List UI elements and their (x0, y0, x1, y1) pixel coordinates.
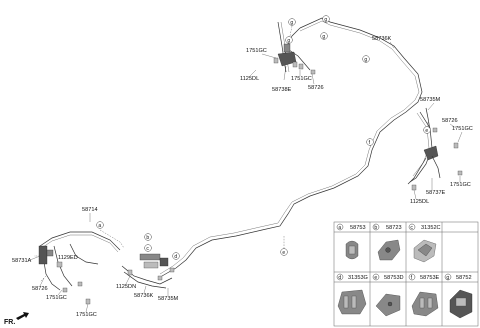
callout-b: b (144, 233, 152, 241)
label-58736K-b: 58736K (134, 293, 154, 299)
svg-text:g: g (324, 17, 327, 23)
label-1751GC-r1: 1751GC (452, 126, 473, 132)
clip-58753D-icon (375, 293, 401, 317)
bottom-center-assembly (121, 253, 175, 289)
fr-arrow-icon (16, 312, 29, 320)
clip-58753E-icon (411, 291, 439, 317)
callout-g-top: g (288, 18, 296, 26)
callout-a-left: a (96, 221, 104, 229)
label-1751GC-r2: 1751GC (450, 182, 471, 188)
legend-part-c: 31352C (421, 225, 441, 231)
svg-text:c: c (146, 246, 149, 252)
label-58726-t: 58726 (308, 85, 324, 91)
callout-g-top2: g (322, 15, 330, 23)
label-58714: 58714 (82, 207, 98, 213)
svg-text:f: f (411, 275, 413, 281)
legend-cell-b: b 58723 (372, 223, 402, 261)
svg-text:b: b (146, 235, 149, 241)
main-brake-line (159, 17, 433, 277)
svg-text:e: e (425, 128, 428, 134)
label-58738E: 58738E (272, 87, 292, 93)
legend-cell-d: d 31353G (336, 273, 368, 315)
label-58735M: 58735M (420, 97, 441, 103)
svg-text:g: g (364, 57, 367, 63)
label-1751GC-l2: 1751GC (76, 312, 97, 318)
svg-text:a: a (98, 223, 101, 229)
legend-part-e: 58753D (384, 275, 404, 281)
right-valve-assembly (407, 107, 463, 191)
callout-g-mid: g (320, 32, 328, 40)
diagram-callouts: g g g g g e f e a b c d (96, 15, 431, 260)
legend-part-d: 31353G (348, 275, 368, 281)
label-1125DN: 1125DN (116, 284, 136, 290)
callout-g-right: g (362, 55, 370, 63)
left-brake-assembly (38, 231, 121, 305)
callout-e-right: e (423, 126, 431, 134)
front-direction-indicator: FR. (4, 312, 29, 326)
legend-cell-c: c 31352C (408, 223, 441, 263)
svg-text:e: e (282, 250, 285, 256)
svg-text:g: g (290, 20, 293, 26)
label-1125DL-tl: 1125DL (240, 76, 259, 82)
label-1751GC-tm: 1751GC (291, 76, 312, 82)
fr-label: FR. (4, 319, 15, 326)
label-1129ED: 1129ED (58, 255, 78, 261)
svg-text:g: g (287, 38, 290, 44)
svg-text:e: e (374, 275, 377, 281)
legend-cell-e: e 58753D (372, 273, 404, 317)
callout-f-mid: f (366, 138, 374, 146)
label-58726-l: 58726 (32, 286, 48, 292)
legend-part-g: 58752 (456, 275, 472, 281)
label-58737E: 58737E (426, 190, 446, 196)
label-1125DL-r: 1125DL (410, 199, 429, 205)
label-leaders (29, 41, 463, 313)
legend-part-f: 58753E (420, 275, 440, 281)
callout-e-mid: e (280, 248, 288, 256)
label-58736K-top: 58736K (372, 36, 392, 42)
label-58731A: 58731A (12, 258, 32, 264)
label-1751GC-tl: 1751GC (246, 48, 267, 54)
svg-text:b: b (374, 225, 377, 231)
callout-c: c (144, 244, 152, 252)
svg-text:d: d (338, 275, 341, 281)
legend-part-b: 58723 (386, 225, 402, 231)
svg-text:d: d (174, 254, 177, 260)
top-valve-assembly (273, 21, 316, 81)
callout-d: d (172, 252, 180, 260)
legend-table: a 58753 b 58723 c 31352C d 31353G (333, 221, 479, 327)
svg-text:f: f (369, 140, 371, 146)
callout-g-small: g (285, 36, 293, 44)
svg-text:g: g (446, 275, 449, 281)
part-labels: 58736K 1751GC 1125DL 1751GC 58726 58738E… (12, 36, 473, 318)
dashed-leaders (34, 25, 429, 283)
legend-cell-a: a 58753 (336, 223, 366, 260)
legend-cell-f: f 58753E (408, 273, 440, 317)
label-1751GC-l1: 1751GC (46, 295, 67, 301)
label-58726-r: 58726 (442, 118, 458, 124)
legend-cell-g: g 58752 (444, 273, 473, 319)
svg-text:a: a (338, 225, 341, 231)
legend-part-a: 58753 (350, 225, 366, 231)
svg-text:c: c (410, 225, 413, 231)
svg-text:g: g (322, 34, 325, 40)
label-58735M-b: 58735M (158, 296, 179, 302)
